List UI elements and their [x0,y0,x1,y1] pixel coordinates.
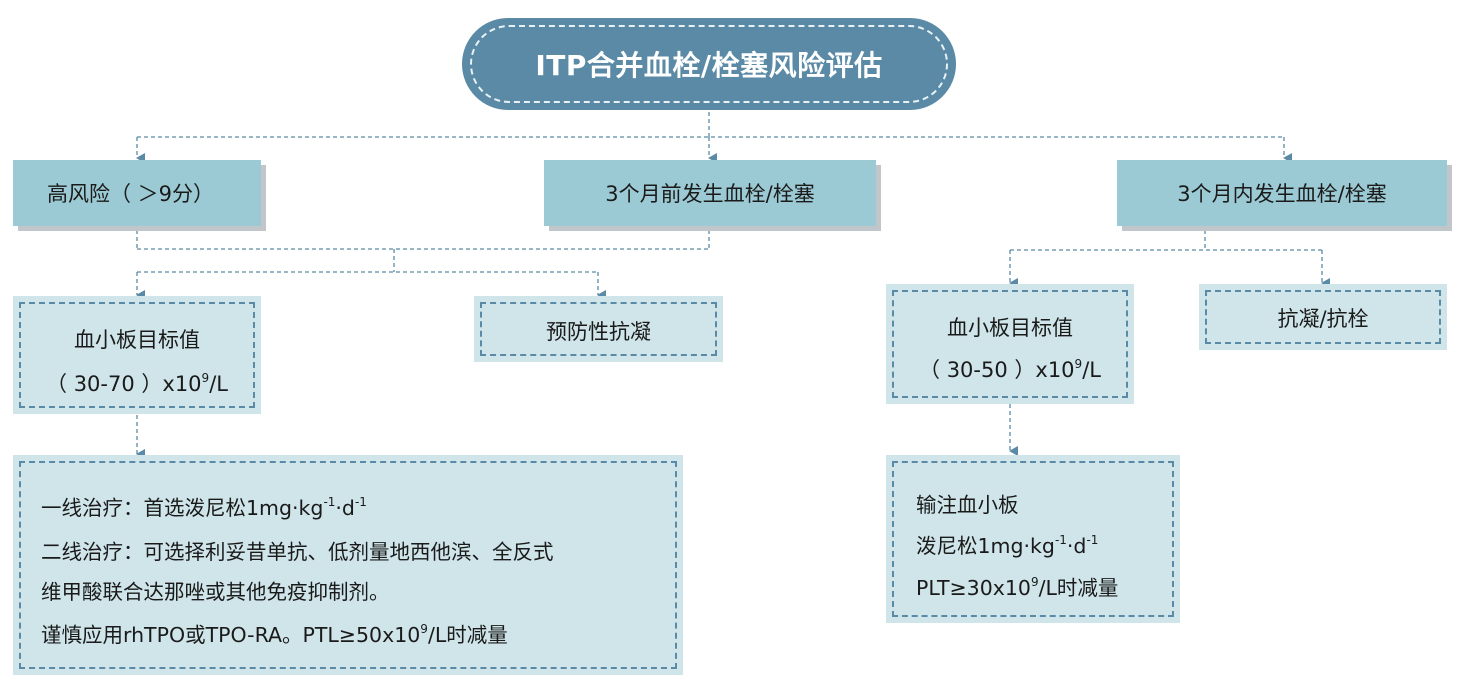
left-treatment-line4-exp: 9 [420,622,428,636]
right-treatment-border [892,461,1174,617]
right-treatment-line3-tail: /L时减量 [1038,576,1119,600]
prevent-border [480,302,717,356]
category-high-risk-label: 高风险（ ＞9分） [47,182,215,206]
left-target-exp: 9 [201,371,210,385]
right-treatment-line3: PLT≥30x109/L时减量 [916,571,1118,601]
right-target-box: 血小板目标值 （ 30-50 ）x109/L [886,284,1134,404]
left-treatment-line4-tail: /L时减量 [427,623,508,647]
right-treatment-line3-text: PLT≥30x10 [916,576,1031,600]
left-treatment-line2: 二线治疗：可选择利妥昔单抗、低剂量地西他滨、全反式 [41,540,554,564]
category-high-risk: 高风险（ ＞9分） [13,160,261,226]
right-treatment-line3-exp: 9 [1030,575,1039,589]
left-target-unit: /L [209,372,228,396]
title-pill: ITP合并血栓/栓塞风险评估 [462,18,956,110]
right-target-exp: 9 [1074,357,1083,371]
left-treatment-border [19,461,677,669]
left-target-box: 血小板目标值 （ 30-70 ）x109/L [13,296,261,414]
anticoag-box: 抗凝/抗栓 [1199,284,1447,350]
right-target-border [892,290,1128,398]
left-treatment-line4: 谨慎应用rhTPO或TPO-RA。PTL≥50x109/L时减量 [41,618,508,648]
category-before-3m: 3个月前发生血栓/栓塞 [544,160,876,226]
left-target-range-value: （ 30-70 ）x10 [46,372,202,396]
right-treatment-box: 输注血小板 泼尼松1mg·kg-1·d-1 PLT≥30x109/L时减量 [886,455,1180,623]
anticoag-border [1205,290,1441,344]
prevent-box: 预防性抗凝 [474,296,723,362]
left-treatment-line1-text: 一线治疗：首选泼尼松1mg·kg [41,496,324,520]
right-treatment-line2-exp1: -1 [1054,533,1067,547]
right-treatment-line2-exp2: -1 [1086,533,1099,547]
category-within-3m: 3个月内发生血栓/栓塞 [1117,160,1447,226]
left-treatment-box: 一线治疗：首选泼尼松1mg·kg-1·d-1 二线治疗：可选择利妥昔单抗、低剂量… [13,455,683,675]
diagram-title: ITP合并血栓/栓塞风险评估 [535,49,883,82]
left-treatment-line1-exp2: -1 [354,495,367,509]
left-treatment-line1-d: ·d [335,496,355,520]
left-target-range: （ 30-70 ）x109/L [13,368,261,398]
category-within-3m-label: 3个月内发生血栓/栓塞 [1177,182,1387,206]
right-treatment-line2: 泼尼松1mg·kg-1·d-1 [916,529,1098,559]
left-target-border [19,302,255,408]
left-treatment-line1-exp1: -1 [323,495,336,509]
right-target-label: 血小板目标值 [947,316,1073,340]
right-treatment-line2-d: ·d [1066,534,1087,558]
anticoag-label: 抗凝/抗栓 [1277,307,1369,331]
right-target-unit: /L [1082,358,1101,382]
left-treatment-line3: 维甲酸联合达那唑或其他免疫抑制剂。 [41,580,390,604]
left-treatment-line1: 一线治疗：首选泼尼松1mg·kg-1·d-1 [41,491,367,521]
title-pill-border: ITP合并血栓/栓塞风险评估 [470,25,948,103]
right-treatment-line2-text: 泼尼松1mg·kg [916,534,1055,558]
right-treatment-line1: 输注血小板 [916,493,1019,517]
prevent-label: 预防性抗凝 [546,320,651,344]
left-treatment-line4-text: 谨慎应用rhTPO或TPO-RA。PTL≥50x10 [41,623,421,647]
left-target-label: 血小板目标值 [74,328,200,352]
right-target-range-value: （ 30-50 ）x10 [919,358,1075,382]
category-before-3m-label: 3个月前发生血栓/栓塞 [605,182,815,206]
right-target-range: （ 30-50 ）x109/L [886,354,1134,384]
